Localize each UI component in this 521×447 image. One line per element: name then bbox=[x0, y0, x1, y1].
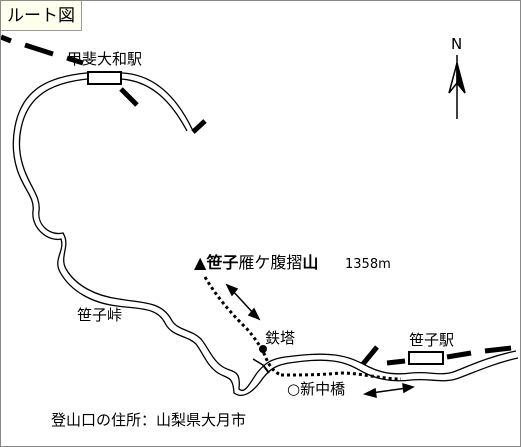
shin-naka-bashi-text: 新中橋 bbox=[300, 380, 346, 398]
hiking-trail-lower bbox=[280, 371, 402, 381]
peak-triangle-icon: ▲ bbox=[194, 253, 207, 272]
railway-line-east bbox=[361, 345, 512, 366]
sasago-station-label: 笹子駅 bbox=[409, 331, 455, 349]
trailhead-address: 登山口の住所：山梨県大月市 bbox=[51, 411, 247, 429]
tower-marker-icon bbox=[259, 345, 267, 353]
tower-label: 鉄塔 bbox=[265, 329, 296, 347]
hiking-trail-upper bbox=[203, 276, 282, 377]
peak-name-bold2: 山 bbox=[302, 253, 319, 272]
tower-pointer bbox=[252, 358, 264, 366]
shin-naka-bashi-label: ○新中橋 bbox=[287, 380, 345, 398]
railway-line-west bbox=[1, 34, 207, 134]
north-label: N bbox=[451, 35, 463, 53]
kai-yamato-station-label: 甲斐大和駅 bbox=[67, 50, 143, 68]
sasago-pass-label: 笹子峠 bbox=[77, 306, 123, 324]
peak-label: ▲笹子雁ケ腹摺山 bbox=[194, 254, 318, 272]
bridge-circle-icon: ○ bbox=[287, 380, 301, 398]
kai-yamato-station-icon bbox=[87, 71, 122, 85]
road-main bbox=[12, 71, 519, 396]
arrow-peak-to-tower bbox=[225, 283, 261, 321]
trail-junction bbox=[262, 364, 270, 374]
map-title: ルート図 bbox=[1, 1, 82, 31]
arrow-bridge-to-station bbox=[362, 382, 415, 399]
peak-elevation: 1358m bbox=[345, 257, 391, 272]
sasago-station-icon bbox=[408, 351, 444, 365]
peak-name-bold: 笹子 bbox=[206, 253, 239, 272]
peak-name-middle: 雁ケ腹摺 bbox=[238, 253, 303, 272]
north-arrow-icon bbox=[448, 55, 466, 119]
